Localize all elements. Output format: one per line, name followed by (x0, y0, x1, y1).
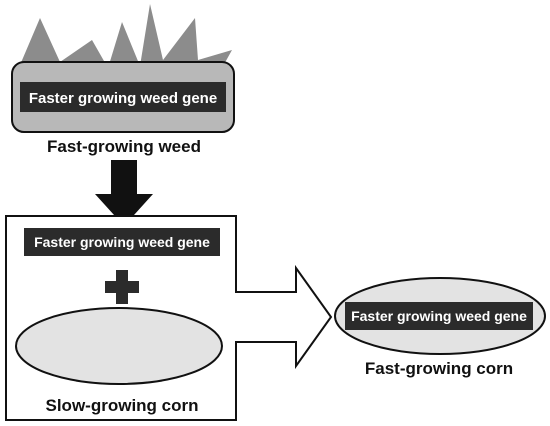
slow-corn-oval (15, 307, 223, 385)
weed-leaves-icon (20, 4, 232, 68)
slow-corn-caption: Slow-growing corn (46, 396, 199, 415)
weed-gene-label: Faster growing weed gene (29, 90, 217, 107)
corn-mix-gene-bar (24, 228, 220, 256)
fast-corn-caption: Fast-growing corn (365, 359, 513, 378)
weed-gene-bar (20, 82, 226, 112)
corn-mix-gene-label: Faster growing weed gene (34, 234, 210, 250)
fast-corn-gene-label: Faster growing weed gene (351, 308, 527, 324)
plus-icon (105, 270, 139, 304)
down-arrow-icon (95, 160, 153, 226)
fast-corn-gene-bar (345, 302, 533, 330)
weed-caption: Fast-growing weed (47, 137, 201, 156)
